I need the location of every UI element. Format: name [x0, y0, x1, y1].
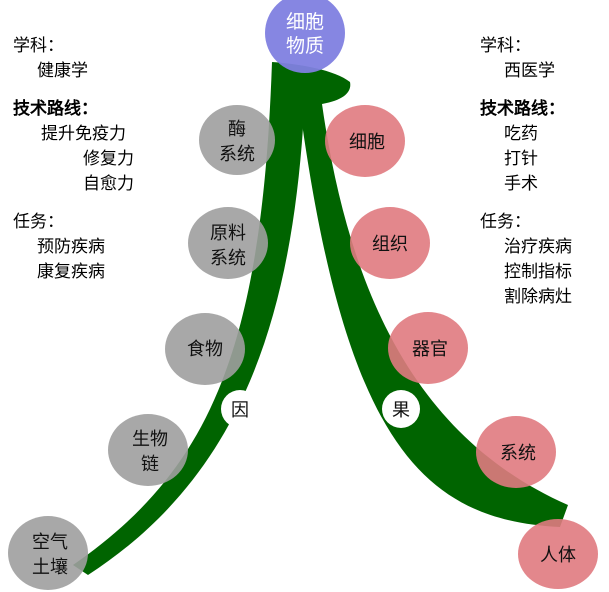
left-task-item: 康复疾病: [37, 262, 105, 282]
effect-badge-text: 果: [392, 400, 410, 421]
right-route-item: 吃药: [504, 124, 538, 144]
right-text-panel: 学科： 西医学 技术路线： 吃药 打针 手术 任务： 治疗疾病 控制指标 割除病…: [480, 34, 572, 310]
left-node-line1: 空气: [32, 532, 68, 553]
left-node-line1: 食物: [187, 339, 223, 360]
left-route-item: 自愈力: [83, 174, 134, 194]
left-task-label: 任务：: [13, 212, 64, 232]
right-node-human: 人体: [518, 519, 598, 589]
right-subject-label: 学科：: [480, 36, 531, 56]
left-subject-label: 学科：: [13, 36, 64, 56]
right-task-label: 任务：: [480, 212, 531, 232]
right-node-line1: 细胞: [349, 132, 385, 153]
right-node-tissue: 组织: [350, 207, 430, 279]
right-task-item: 割除病灶: [504, 287, 572, 307]
left-node-line2: 土壤: [32, 557, 68, 578]
left-node-air-soil: 空气 土壤: [8, 516, 88, 590]
right-node-organ: 器官: [388, 312, 468, 384]
left-node-line2: 系统: [219, 144, 255, 165]
left-node-biochain: 生物 链: [108, 414, 188, 486]
right-node-system: 系统: [476, 416, 556, 488]
left-route-label: 技术路线：: [13, 99, 98, 119]
left-node-material: 原料 系统: [188, 207, 268, 279]
right-node-cell: 细胞: [325, 105, 405, 177]
effect-badge: 果: [382, 390, 420, 428]
left-node-line1: 原料: [210, 223, 246, 244]
right-node-line1: 器官: [412, 339, 448, 360]
top-node-line2: 物质: [286, 35, 324, 57]
right-task-item: 治疗疾病: [504, 237, 572, 257]
cause-badge: 因: [221, 390, 259, 428]
top-node: 细胞 物质: [265, 0, 345, 73]
left-route-item: 修复力: [83, 149, 134, 169]
right-node-line1: 组织: [372, 234, 408, 255]
left-node-food: 食物: [165, 313, 245, 385]
left-node-line2: 系统: [210, 248, 246, 269]
right-task-item: 控制指标: [504, 262, 572, 282]
cause-branch: [73, 62, 306, 575]
left-task-item: 预防疾病: [37, 237, 105, 257]
left-node-line1: 生物: [132, 429, 168, 450]
left-node-line2: 链: [141, 454, 159, 475]
right-node-line1: 人体: [540, 545, 576, 566]
left-node-line1: 酶: [228, 119, 246, 140]
cause-badge-text: 因: [231, 400, 249, 421]
left-node-enzyme: 酶 系统: [199, 105, 275, 175]
right-subject-value: 西医学: [504, 61, 555, 81]
left-route-item: 提升免疫力: [41, 124, 126, 144]
top-node-line1: 细胞: [286, 11, 324, 33]
left-subject-value: 健康学: [37, 61, 88, 81]
right-node-line1: 系统: [500, 443, 536, 464]
right-route-item: 打针: [504, 149, 538, 169]
effect-branch: [272, 62, 568, 527]
right-route-label: 技术路线：: [480, 99, 565, 119]
left-text-panel: 学科： 健康学 技术路线： 提升免疫力 修复力 自愈力 任务： 预防疾病 康复疾…: [13, 34, 134, 285]
right-route-item: 手术: [504, 174, 538, 194]
